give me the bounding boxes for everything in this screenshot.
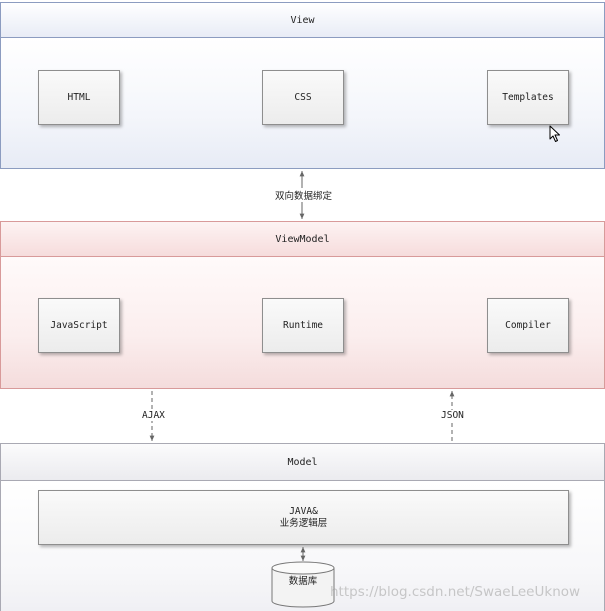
javascript-box[interactable]: JavaScript [38,298,120,353]
viewmodel-layer-title: ViewModel [0,221,605,257]
view-layer-title: View [0,2,605,38]
watermark: https://blog.csdn.net/SwaeLeeUknow [330,584,581,600]
cursor-icon [549,125,560,142]
model-layer-title: Model [0,443,605,481]
css-box[interactable]: CSS [262,70,344,125]
ajax-label: AJAX [141,410,166,421]
runtime-box[interactable]: Runtime [262,298,344,353]
html-box[interactable]: HTML [38,70,120,125]
binding-label: 双向数据绑定 [274,188,334,202]
templates-box[interactable]: Templates [487,70,569,125]
json-label: JSON [440,410,465,421]
business-logic-line1: JAVA& [289,505,318,517]
compiler-box[interactable]: Compiler [487,298,569,353]
database-label: 数据库 [288,576,318,587]
business-logic-box[interactable]: JAVA& 业务逻辑层 [38,490,569,545]
business-logic-line2: 业务逻辑层 [279,517,328,529]
